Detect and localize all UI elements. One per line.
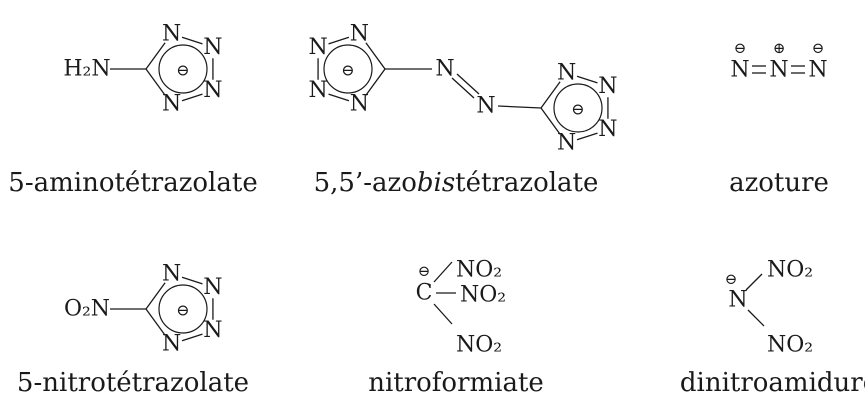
nitroform-no2-bottom: NO₂ [456,333,502,358]
amino-ring-bond [181,93,203,102]
azo-right-ring-bond [576,75,598,84]
amino-ring-bond [145,42,166,70]
aromatic-rings [158,44,603,334]
caption-azobis-suffix: tétrazolate [455,168,599,198]
nitroform-bond-top [433,261,453,283]
caption-dinitroamidure: dinitroamidure [679,368,865,398]
nitro-ring-n: N [203,318,222,343]
nitroform-no2-mid: NO₂ [460,283,506,308]
dinitro-charge-minus: ⊖ [725,270,738,288]
azo-left-ring-bond [365,42,386,70]
nitroform-bond-bottom [433,303,453,325]
nitroform-no2-top: NO₂ [456,258,502,283]
bond-lines [110,36,805,342]
amino-ring-n: N [162,21,181,46]
nitro-ring-bond [181,333,203,342]
azo-nn-bond-1 [451,77,475,99]
azo-nn-bond-2 [456,73,480,95]
dinitro-bond-top [745,273,763,291]
azo-right-charge-minus: ⊖ [571,100,584,119]
azo-left-ring-n: N [350,21,369,46]
caption-azobis-prefix: 5,5’-azo [313,168,417,198]
nitro-o2n-label: O₂N [64,297,110,322]
azide-charge-minus-right: ⊖ [812,39,825,57]
nitro-ring-bond [145,308,166,336]
dinitro-no2-top: NO₂ [767,258,813,283]
nitro-ring-n: N [162,332,181,357]
dinitro-n-label: N [728,288,747,313]
azo-right-aromatic-circle [553,83,603,133]
azo-left-ring-n: N [308,35,327,60]
amino-h2n-label: H₂N [63,57,110,82]
azo-left-ring-bond [328,93,350,102]
dinitro-bond-bottom [747,309,765,327]
caption-nitroformiate: nitroformiate [368,368,544,398]
nitroform-charge-minus: ⊖ [418,262,431,280]
caption-aminotetrazolate: 5-aminotétrazolate [8,168,258,198]
amino-aromatic-circle [158,44,208,94]
nitro-ring-n: N [162,261,181,286]
amino-ring-n: N [162,92,181,117]
azo-n2-label: N [476,94,495,119]
azide-charge-minus-left: ⊖ [734,39,747,57]
azo-right-ring-n: N [598,74,617,99]
azo-left-ring-bond [328,36,350,45]
nitro-ring-n: N [203,275,222,300]
nitro-ring-bond [181,276,203,285]
caption-azobis-italic: bis [416,168,456,198]
azo-right-ring-n: N [598,117,617,142]
amino-ring-n: N [203,78,222,103]
azo-right-ring-bond [576,132,598,141]
azo-left-ring-n: N [350,92,369,117]
azo-right-ring-n: N [557,60,576,85]
azo-left-charge-minus: ⊖ [341,61,354,80]
nitro-aromatic-circle [158,284,208,334]
caption-azoture: azoture [729,168,829,198]
dinitro-no2-bottom: NO₂ [767,333,813,358]
nitroform-c-label: C [416,281,433,306]
azo-right-ring-bond [540,107,561,135]
amino-charge-minus: ⊖ [176,61,189,80]
azo-bond-right [497,105,542,109]
azide-n2-label: N [769,58,788,83]
azo-right-ring-n: N [557,131,576,156]
azo-left-aromatic-circle [323,44,373,94]
nitro-ring-bond [145,282,166,310]
azo-left-ring-bond [365,68,386,96]
amino-ring-bond [145,68,166,96]
azo-right-ring-bond [540,81,561,109]
caption-azobistetrazolate: 5,5’-azobistétrazolate [314,168,599,198]
caption-nitrotetrazolate: 5-nitrotétrazolate [16,368,250,398]
azide-n3-label: N [808,58,827,83]
azo-left-ring-n: N [308,78,327,103]
azide-charge-plus: ⊕ [773,39,786,57]
azide-n1-label: N [730,58,749,83]
nitro-charge-minus: ⊖ [176,301,189,320]
amino-ring-n: N [203,35,222,60]
amino-ring-bond [181,36,203,45]
azo-n1-label: N [435,57,454,82]
